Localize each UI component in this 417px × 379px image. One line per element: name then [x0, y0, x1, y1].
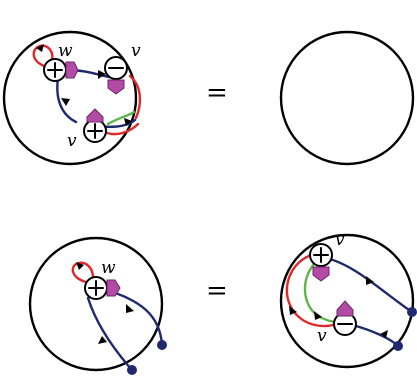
arrow-mark	[289, 306, 297, 315]
frame-badge	[312, 266, 330, 282]
navy-strand	[324, 256, 414, 314]
vertex-label: v	[317, 326, 327, 346]
vertex-minus	[104, 56, 128, 80]
arrow-mark	[380, 330, 388, 338]
red-strand	[285, 253, 338, 328]
frame-badge	[336, 300, 354, 317]
arrow-mark	[314, 311, 322, 320]
frame-badge	[106, 279, 121, 297]
vertex-plus	[309, 243, 333, 267]
vertex-plus	[43, 58, 67, 82]
boundary-point	[407, 307, 417, 317]
vertex-label: w	[101, 258, 116, 278]
frame-badge	[65, 61, 79, 79]
red-loop	[71, 261, 95, 284]
boundary-point	[393, 341, 403, 351]
arrow-mark	[98, 336, 107, 344]
bottom-left-disk: w	[28, 236, 167, 375]
arrow-mark	[36, 44, 44, 52]
vertex-plus	[83, 119, 107, 143]
vertex-label: v	[67, 131, 77, 151]
boundary-circle	[279, 233, 415, 369]
frame-badge	[86, 108, 104, 123]
red-strand	[128, 74, 142, 120]
arrow-mark	[61, 98, 70, 106]
boundary-point	[157, 340, 167, 350]
arrow-mark	[76, 262, 84, 270]
navy-strand	[86, 296, 134, 372]
boundary-circle	[2, 30, 138, 166]
vertex-minus	[333, 312, 357, 336]
green-strand	[106, 110, 136, 126]
bottom-right-disk: v v	[279, 230, 417, 369]
boundary-point	[127, 365, 137, 375]
top-left-disk: w v v	[2, 30, 142, 166]
boundary-circle	[28, 236, 164, 372]
navy-strand	[56, 76, 78, 124]
vertex-label: v	[131, 41, 141, 61]
navy-strand	[354, 324, 400, 348]
vertex-label: w	[58, 41, 73, 61]
arrow-mark	[124, 118, 132, 126]
arrow-mark	[126, 304, 134, 313]
vertex-plus	[84, 276, 108, 300]
equals-sign: =	[206, 276, 228, 306]
arrow-mark	[366, 276, 374, 285]
frame-badge	[107, 79, 125, 95]
top-right-disk	[279, 30, 415, 166]
arrow-mark	[98, 70, 106, 79]
equals-sign: =	[206, 78, 228, 108]
vertex-label: v	[335, 230, 345, 250]
boundary-circle	[279, 30, 415, 166]
